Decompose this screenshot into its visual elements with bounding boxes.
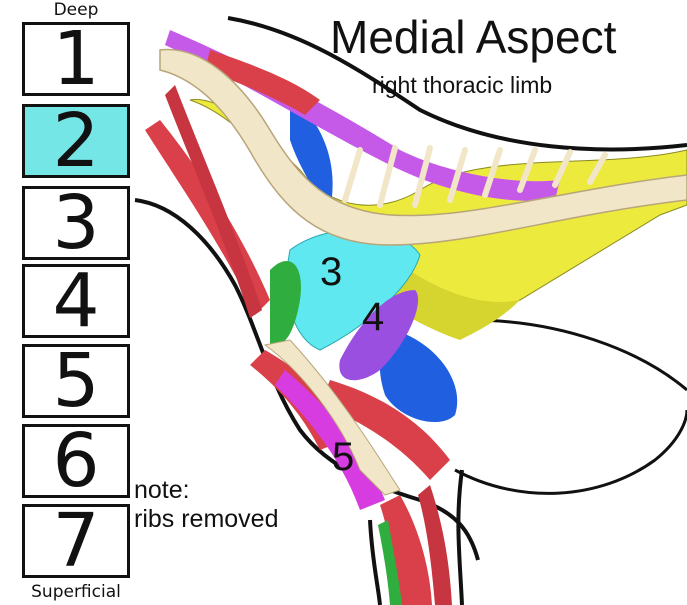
note-heading: note: xyxy=(134,476,190,504)
layer-button-7[interactable]: 7 xyxy=(22,504,130,578)
layer-selector: Deep 1 2 3 4 5 6 7 Superficial xyxy=(0,0,140,605)
layer-button-5[interactable]: 5 xyxy=(22,344,130,418)
deep-label: Deep xyxy=(53,0,99,20)
magenta-muscle xyxy=(275,370,385,510)
red-muscle-2 xyxy=(165,85,262,318)
purple-muscle xyxy=(339,290,419,381)
layer-button-6[interactable]: 6 xyxy=(22,424,130,498)
muscle-label-4: 4 xyxy=(362,295,384,339)
page-subtitle: right thoracic limb xyxy=(372,72,553,98)
rib-stubs xyxy=(342,145,608,208)
spine xyxy=(159,48,687,246)
layer-button-3[interactable]: 3 xyxy=(22,186,130,260)
green-muscle-leg xyxy=(378,520,402,605)
muscle-label-5: 5 xyxy=(332,435,354,479)
red-muscle-leg xyxy=(380,495,432,605)
blue-muscle-upper xyxy=(290,95,333,210)
red-muscle-brachial xyxy=(320,380,450,480)
limb-outline-left xyxy=(368,519,382,605)
chest-curve xyxy=(469,318,687,392)
superficial-label: Superficial xyxy=(31,582,121,602)
limb-outline-right xyxy=(456,469,464,605)
red-muscle-leg-2 xyxy=(418,485,452,605)
muscle-label-3: 3 xyxy=(320,250,342,294)
body-outline xyxy=(227,16,687,152)
blue-muscle-lower xyxy=(379,330,458,423)
chest-outline xyxy=(454,409,687,495)
layer-button-2[interactable]: 2 xyxy=(22,104,130,178)
layer-button-4[interactable]: 4 xyxy=(22,264,130,338)
layer-button-1[interactable]: 1 xyxy=(22,22,130,96)
humerus-bone xyxy=(263,339,401,496)
red-muscle-3 xyxy=(205,50,320,115)
note-text: note: ribs removed xyxy=(134,476,279,534)
green-muscle xyxy=(270,261,301,346)
page-title: Medial Aspect xyxy=(330,11,617,63)
note-ribs-removed: ribs removed xyxy=(134,505,279,533)
